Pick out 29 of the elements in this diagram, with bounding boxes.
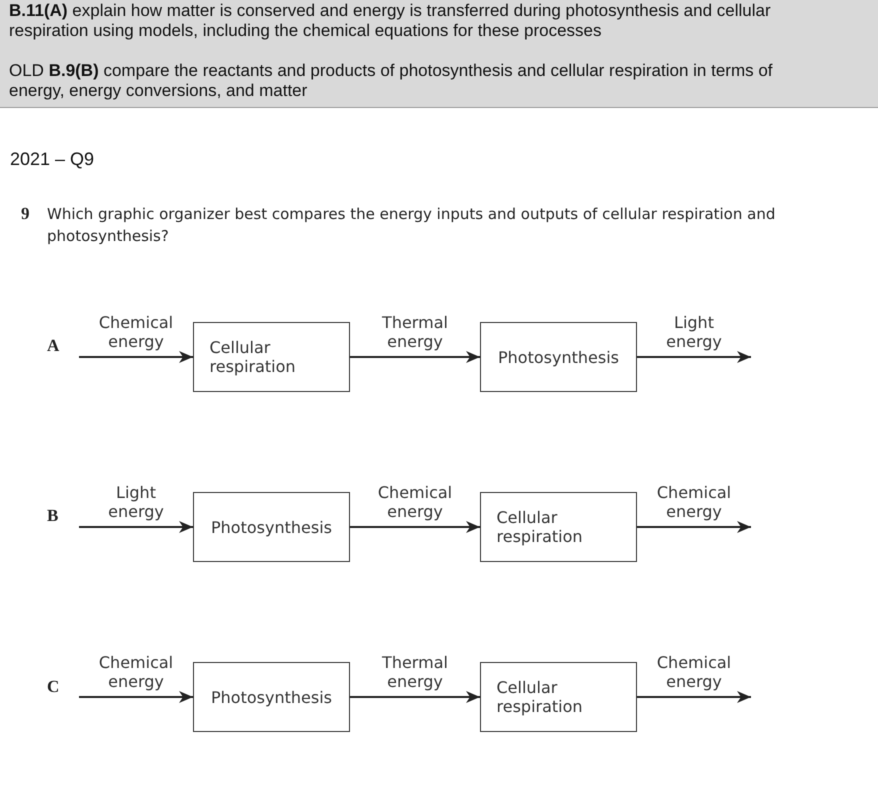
arrow	[350, 521, 480, 533]
process-box	[193, 492, 350, 562]
option-letter: A	[47, 337, 60, 355]
question-text: Which graphic organizer best compares the energy inputs and outputs of cellular respiration and photosynthesis?	[47, 204, 776, 247]
process-name: Photosynthesis	[211, 688, 332, 706]
arrow	[350, 351, 480, 363]
process-box	[480, 322, 637, 392]
standard-text: OLD B.9(B) compare the reactants and products of photosynthesis and cellular respiration in terms of energy, energy conversions, and matter	[9, 61, 774, 101]
arrow	[79, 351, 193, 363]
arrow	[637, 691, 751, 703]
arrow	[79, 521, 193, 533]
option-letter: B	[47, 507, 58, 525]
process-name: Photosynthesis	[211, 518, 332, 536]
process-box	[193, 662, 350, 732]
process-name: Cellular respiration	[210, 338, 297, 376]
standard-text: B.11(A) explain how matter is conserved and energy is transferred during photosynthesis and cellular respiration using models, including the chemical equations for these processes	[9, 1, 772, 41]
process-name: Cellular respiration	[496, 678, 584, 716]
process-box	[193, 322, 350, 392]
process-name: Cellular respiration	[496, 508, 584, 546]
question-id: 2021 – Q9	[10, 149, 94, 170]
process-name: Photosynthesis	[498, 348, 619, 366]
arrow	[637, 521, 751, 533]
option-letter: C	[47, 678, 60, 696]
arrow	[350, 691, 480, 703]
question-number: 9	[21, 203, 30, 225]
process-box	[480, 662, 637, 732]
process-box	[480, 492, 637, 562]
arrow	[79, 691, 193, 703]
arrow	[637, 351, 751, 363]
